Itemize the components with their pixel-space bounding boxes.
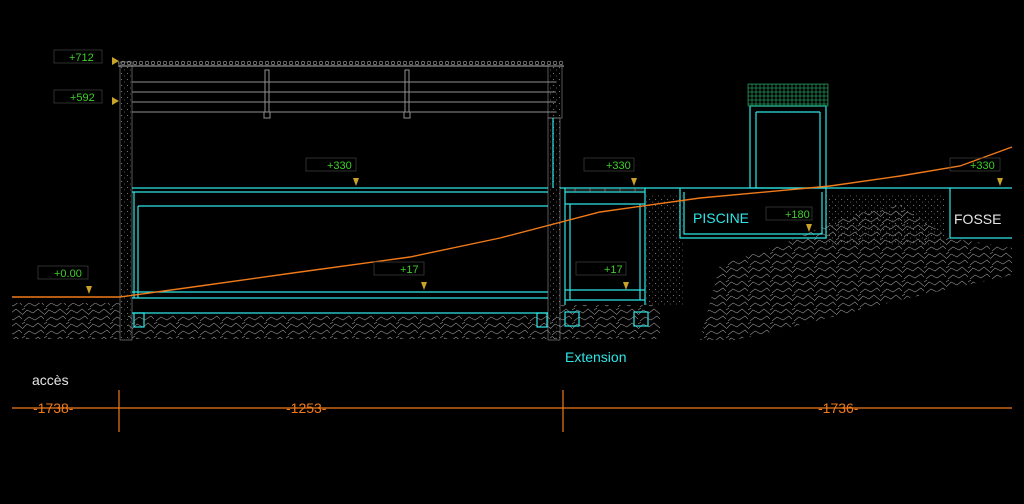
terrain-profile-line <box>12 146 1013 298</box>
ground-hatch <box>12 195 1012 340</box>
dim-middle: -1253- <box>286 400 327 416</box>
acces-label: accès <box>32 372 69 388</box>
dimension-line <box>12 390 1012 432</box>
level-markers <box>86 57 1003 294</box>
roof <box>118 60 564 119</box>
house-walls <box>119 61 561 341</box>
level-label-boxes <box>37 49 1001 280</box>
pool-house-roof <box>747 83 829 107</box>
fosse-label: FOSSE <box>954 211 1001 227</box>
level-entry: +0.00 <box>54 268 82 280</box>
level-slab-extension: +17 <box>604 264 623 276</box>
dim-left: -1738- <box>33 400 74 416</box>
level-roof-lower: +592 <box>70 92 95 104</box>
dim-right: -1736- <box>818 400 859 416</box>
structure <box>132 105 1012 328</box>
level-floor-right: +330 <box>970 160 995 172</box>
level-floor-extension: +330 <box>606 160 631 172</box>
level-piscine-bottom: +180 <box>785 209 810 221</box>
extension-deck <box>565 188 645 192</box>
level-floor-house: +330 <box>327 160 352 172</box>
level-roof-top: +712 <box>69 52 94 64</box>
level-slab-house: +17 <box>400 264 419 276</box>
extension-label: Extension <box>565 349 626 365</box>
piscine-label: PISCINE <box>693 210 749 226</box>
